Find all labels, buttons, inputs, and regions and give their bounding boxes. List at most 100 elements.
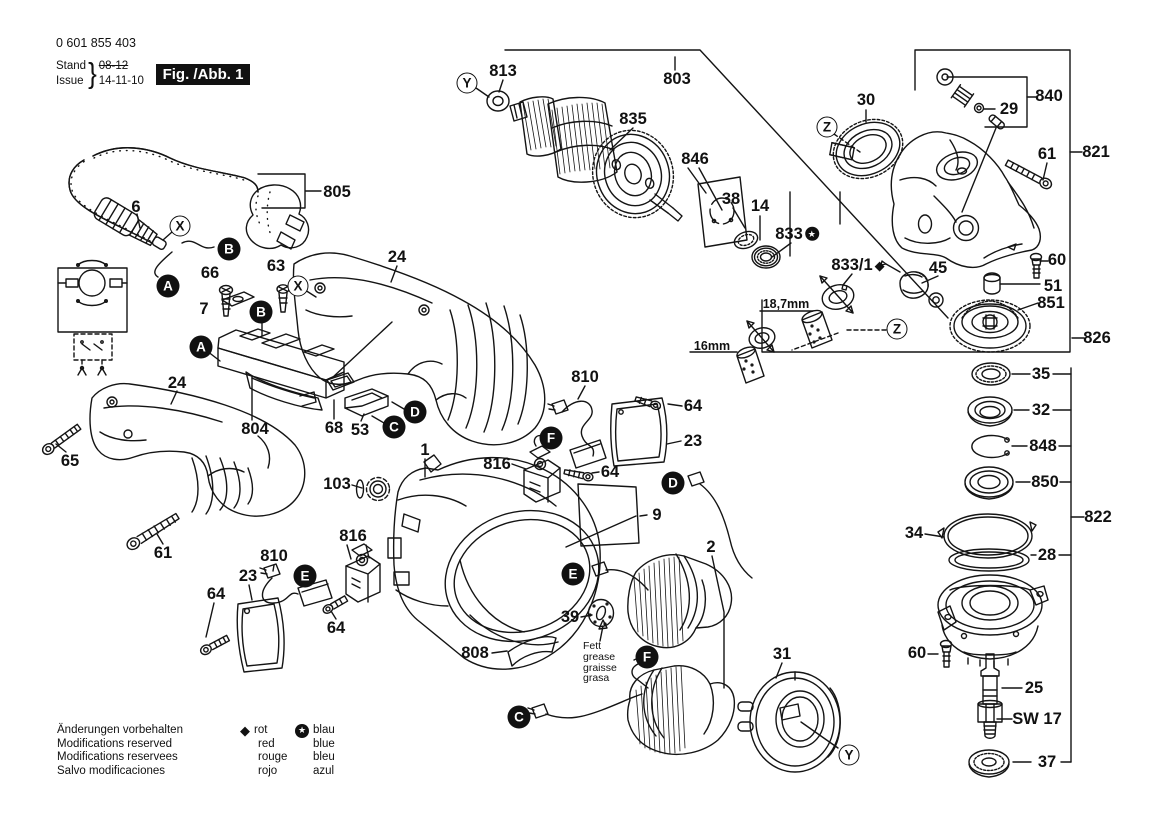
red-diamond-icon: ◆: [874, 257, 885, 273]
part-label-23: 23: [238, 566, 258, 585]
legend-term: bleu: [313, 751, 335, 764]
callout-A-filled: A: [189, 335, 213, 359]
title-block: 0 601 855 403 Stand Issue } 08-12 14-11-…: [56, 36, 144, 89]
wire-link-right: [547, 399, 607, 469]
callout-C-filled: C: [382, 415, 406, 439]
legend-term: blau: [313, 724, 335, 736]
part-label-28: 28: [1037, 545, 1057, 564]
part-label-18-7mm: 18,7mm: [762, 296, 810, 311]
part-label-30: 30: [856, 90, 876, 109]
part-label-808: 808: [461, 643, 489, 662]
crown-gear: [949, 299, 1031, 353]
stand-value: 08-12: [98, 60, 129, 73]
legend-term: blue: [313, 737, 335, 750]
retainer-103: [355, 476, 391, 502]
part-label-813: 813: [489, 61, 517, 80]
part-label-64: 64: [600, 462, 620, 481]
part-label-65: 65: [60, 451, 80, 470]
callout-Y-outline: Y: [456, 72, 478, 94]
part-label-68: 68: [324, 418, 344, 437]
part-label-25: 25: [1024, 678, 1044, 697]
part-label-833: 833★: [775, 226, 819, 243]
part-label-7: 7: [199, 299, 209, 318]
spindle: [977, 653, 1003, 739]
blue-star-icon: ★: [804, 227, 819, 241]
legend-term: red: [258, 737, 275, 750]
brush-cover-right: [609, 397, 668, 467]
stand-label: Stand: [56, 60, 87, 73]
part-label-804: 804: [241, 419, 269, 438]
part-label-2: 2: [706, 537, 716, 556]
callout-E-filled: E: [561, 562, 585, 586]
part-label-53: 53: [350, 420, 370, 439]
part-label-61: 61: [1037, 144, 1057, 163]
callout-X-outline: X: [169, 215, 191, 237]
ring-gear: [829, 118, 904, 180]
pinion: [899, 271, 944, 308]
callout-D-filled: D: [403, 400, 427, 424]
part-label-24: 24: [167, 373, 187, 392]
switch-chassis: [217, 328, 389, 417]
part-label-16mm: 16mm: [693, 338, 731, 353]
armature: [486, 90, 683, 222]
callout-Z-outline: Z: [886, 318, 908, 340]
part-label-51: 51: [1043, 276, 1063, 295]
part-label-64: 64: [683, 396, 703, 415]
part-label-66: 66: [200, 263, 220, 282]
part-label-816: 816: [483, 454, 511, 473]
callout-X-outline: X: [287, 275, 309, 297]
part-label-810: 810: [571, 367, 599, 386]
motor-housing: [387, 454, 601, 670]
part-label-35: 35: [1031, 364, 1051, 383]
callout-Y-outline: Y: [838, 744, 860, 766]
blue-star-icon: ★: [295, 723, 309, 738]
part-number: 0 601 855 403: [56, 36, 136, 50]
part-label-840: 840: [1035, 86, 1063, 105]
legend-term: rojo: [258, 764, 278, 777]
callout-F-filled: F: [539, 426, 563, 450]
part-label-833-1: 833/1◆: [831, 255, 885, 274]
callout-C-filled: C: [507, 705, 531, 729]
brush-holder-left: [345, 543, 381, 603]
legend-term: azul: [313, 764, 335, 777]
part-label-60: 60: [1047, 250, 1067, 269]
leader-lines: [55, 49, 1085, 763]
callout-D-filled: D: [661, 471, 685, 495]
part-label-822: 822: [1084, 507, 1112, 526]
brush-cover-left: [236, 597, 285, 673]
legend-term: rot: [254, 724, 268, 736]
part-label-38: 38: [721, 189, 741, 208]
callout-Z-outline: Z: [816, 116, 838, 138]
part-label-31: 31: [772, 644, 792, 663]
callout-B-filled: B: [217, 237, 241, 261]
part-label-61: 61: [153, 543, 173, 562]
stator-lower: [626, 665, 736, 755]
part-label-821: 821: [1082, 142, 1110, 161]
screws: [41, 159, 1053, 668]
part-label-810: 810: [260, 546, 288, 565]
spindle-stack: [937, 362, 1037, 572]
callout-A-filled: A: [156, 274, 180, 298]
power-cord: [68, 147, 310, 278]
legend-term: rouge: [258, 751, 288, 764]
issue-label: Issue: [56, 74, 84, 87]
grease-note: Fett grease graisse grasa: [583, 640, 617, 685]
part-label-851: 851: [1037, 293, 1065, 312]
part-label-803: 803: [663, 69, 691, 88]
grease-plug-39: [587, 598, 615, 628]
brace-glyph: }: [88, 56, 97, 90]
part-label-60: 60: [907, 643, 927, 662]
part-label-835: 835: [619, 109, 647, 128]
gasket-808: [507, 636, 557, 667]
part-label-34: 34: [904, 523, 924, 542]
part-label-826: 826: [1083, 328, 1111, 347]
figure-label: Fig. /Abb. 1: [156, 64, 250, 85]
part-label-SW-17: SW 17: [1012, 709, 1062, 728]
part-label-816: 816: [339, 526, 367, 545]
gear-housing: [890, 131, 1041, 269]
part-label-29: 29: [999, 99, 1019, 118]
part-label-23: 23: [683, 431, 703, 450]
detent-parts: [936, 68, 1005, 130]
part-label-39: 39: [560, 607, 580, 626]
